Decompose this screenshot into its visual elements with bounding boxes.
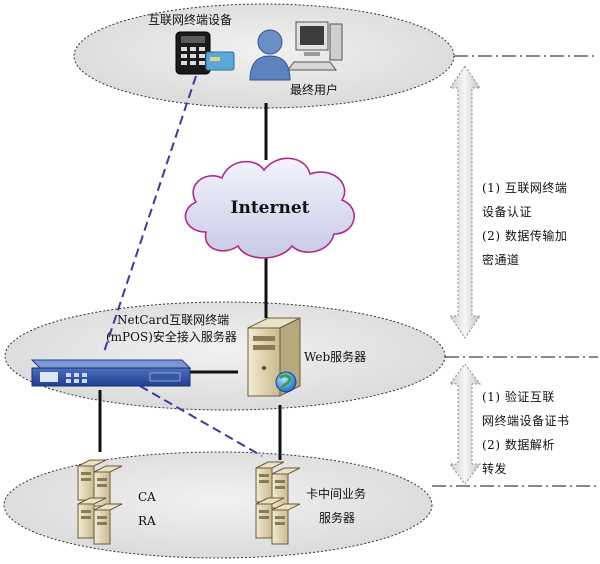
upper-double-arrow (449, 65, 481, 339)
card-server-label-line2: 服务器 (319, 511, 356, 525)
note-line: (2) 数据传输加 (482, 229, 568, 243)
note-line: 密通道 (482, 253, 520, 267)
note-line: 转发 (482, 462, 508, 476)
card-middleware-server-cluster-icon (255, 461, 301, 545)
top-zone-ellipse (73, 3, 455, 109)
internet-label: Internet (231, 198, 310, 218)
upper-function-note: (1) 互联网终端 设备认证 (2) 数据传输加 密通道 (482, 176, 600, 272)
note-line: 网终端设备证书 (482, 414, 570, 428)
netcard-label-line1: NetCard互联网终端 (117, 313, 230, 327)
note-line: (1) 验证互联 (482, 390, 555, 404)
end-user-icon (249, 29, 291, 81)
connection-lines (98, 103, 282, 460)
netcard-appliance-icon (30, 359, 192, 387)
internet-cloud (184, 157, 355, 259)
card-server-label-line1: 卡中间业务 (306, 487, 367, 501)
pos-terminal-icon (175, 31, 235, 75)
ca-label: CA (138, 490, 156, 504)
ca-ra-server-cluster-icon (77, 459, 123, 545)
note-line: 设备认证 (482, 205, 533, 219)
device-to-netcard-dashed-line (103, 75, 197, 353)
terminal-device-label: 互联网终端设备 (148, 13, 233, 27)
netcard-to-card-server-dashed-line (139, 385, 263, 457)
zone-separators (432, 55, 598, 487)
note-line: (1) 互联网终端 (482, 181, 568, 195)
globe-icon (275, 371, 297, 393)
note-line: (2) 数据解析 (482, 438, 555, 452)
bottom-zone-ellipse (3, 451, 433, 559)
desktop-computer-icon (287, 21, 343, 71)
end-user-label: 最终用户 (290, 83, 339, 97)
ra-label: RA (138, 514, 156, 528)
netcard-label-line2: (mPOS)安全接入服务器 (106, 330, 237, 344)
lower-double-arrow (449, 363, 481, 485)
secure-channel-lines (103, 75, 263, 457)
web-server-label: Web服务器 (304, 350, 367, 364)
lower-function-note: (1) 验证互联 网终端设备证书 (2) 数据解析 转发 (482, 385, 600, 481)
